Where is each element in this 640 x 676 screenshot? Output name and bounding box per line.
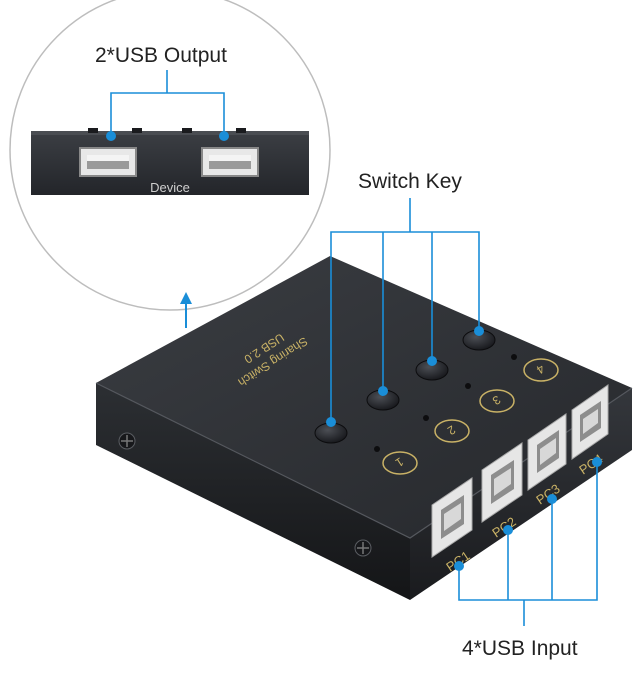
- callout-dot: [592, 457, 602, 467]
- callout-dot: [219, 131, 229, 141]
- inset-usb-port-right: [201, 147, 259, 177]
- usb-b-port-pc2[interactable]: [481, 442, 523, 523]
- usb-b-port-pc4[interactable]: [571, 384, 609, 460]
- screw-icon: [118, 432, 136, 450]
- switch-key-callout-lines: [330, 198, 480, 422]
- usb-sharing-switch: USB 2.0 Sharing Switch 1 2: [95, 256, 633, 600]
- screw-icon: [354, 539, 372, 557]
- switch-key-label: Switch Key: [358, 170, 462, 193]
- callout-dot: [454, 561, 464, 571]
- device-front-face: [96, 383, 410, 600]
- callout-dot: [547, 494, 557, 504]
- up-arrow-icon: [180, 292, 192, 328]
- inset-magnifier: Device: [9, 0, 331, 311]
- inset-device-label: Device: [150, 180, 190, 195]
- callout-dot: [503, 525, 513, 535]
- callout-dot: [106, 131, 116, 141]
- inset-device-body: [31, 133, 309, 195]
- led-indicators: [374, 354, 517, 452]
- callout-dot: [427, 356, 437, 366]
- callout-dot: [378, 386, 388, 396]
- usb-input-label: 4*USB Input: [462, 637, 578, 660]
- usb-b-port-pc3[interactable]: [527, 413, 567, 491]
- usb-b-port-pc1[interactable]: [431, 477, 473, 558]
- usb-output-label: 2*USB Output: [95, 44, 227, 67]
- callout-dot: [474, 326, 484, 336]
- output-callout-lines: [110, 70, 225, 136]
- usb-input-callout-lines: [458, 462, 598, 626]
- inset-usb-port-left: [79, 147, 137, 177]
- callout-dot: [326, 417, 336, 427]
